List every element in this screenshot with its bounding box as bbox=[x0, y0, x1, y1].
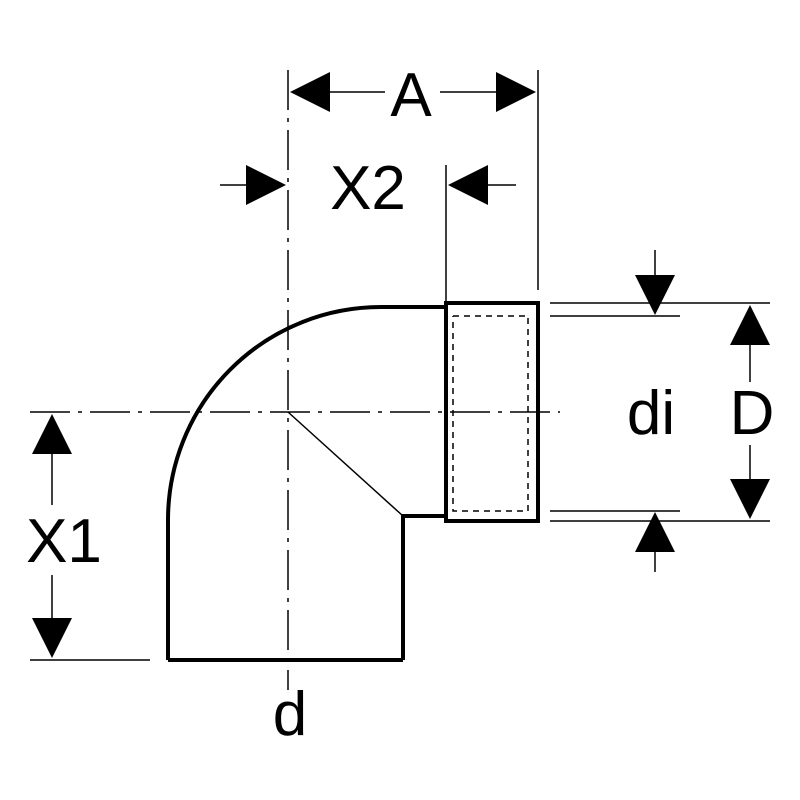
label-a: A bbox=[390, 61, 432, 130]
elbow-inner-contour bbox=[401, 514, 446, 660]
socket-hidden-edge bbox=[452, 315, 529, 512]
bisector-line bbox=[287, 411, 404, 517]
label-di: di bbox=[627, 379, 675, 448]
arrow-di-top bbox=[635, 275, 675, 315]
arrow-x2-left bbox=[246, 165, 286, 205]
label-x2: X2 bbox=[330, 154, 406, 223]
arrow-a-right bbox=[496, 72, 536, 112]
arrow-di-bottom bbox=[635, 512, 675, 552]
label-d-outer: D bbox=[730, 379, 775, 448]
arrow-a-left bbox=[290, 72, 330, 112]
label-x1: X1 bbox=[26, 507, 102, 576]
label-d: d bbox=[273, 680, 307, 749]
arrow-d-outer-bottom bbox=[730, 479, 770, 519]
arrow-x1-top bbox=[32, 414, 72, 454]
arrow-x1-bottom bbox=[32, 618, 72, 658]
elbow-outer-contour bbox=[166, 305, 446, 660]
arrow-d-outer-top bbox=[730, 305, 770, 345]
arrow-x2-right bbox=[448, 165, 488, 205]
